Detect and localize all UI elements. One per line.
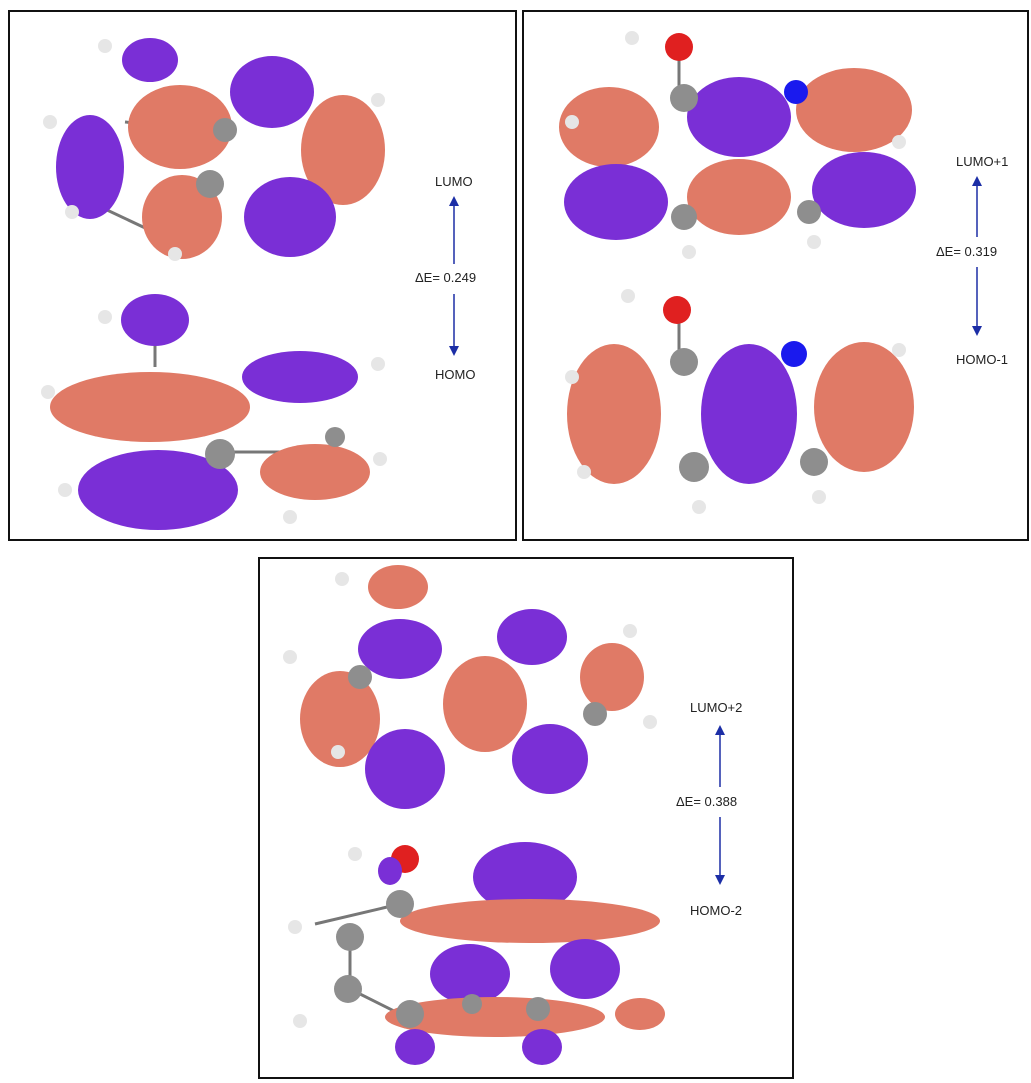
energy-gap-label: ΔE= 0.249 xyxy=(415,270,477,285)
orbital-diagram-1 xyxy=(41,38,459,530)
lower-orbital-label: HOMO-1 xyxy=(956,352,1008,367)
energy-gap-label: ΔE= 0.319 xyxy=(936,244,998,259)
energy-gap-arrow-3 xyxy=(715,725,725,885)
lumo-orbital-render xyxy=(43,38,385,261)
orbital-diagram-3 xyxy=(283,565,725,1065)
upper-orbital-label: LUMO+2 xyxy=(690,700,743,715)
homo-minus-1-orbital-render xyxy=(565,289,914,514)
upper-orbital-label: LUMO+1 xyxy=(956,154,1009,169)
lumo-plus-2-orbital-render xyxy=(283,565,657,809)
orbital-panel-2: LUMO+1 ΔE= 0.319 HOMO-1 xyxy=(522,10,1029,541)
orbital-panel-1: LUMO ΔE= 0.249 HOMO xyxy=(8,10,517,541)
lower-orbital-label: HOMO xyxy=(435,367,476,382)
energy-gap-label: ΔE= 0.388 xyxy=(676,794,738,809)
lumo-plus-1-orbital-render xyxy=(559,31,916,259)
orbital-diagram-2 xyxy=(559,31,982,514)
energy-gap-arrow-2 xyxy=(972,176,982,336)
energy-gap-arrow-1 xyxy=(449,196,459,356)
homo-minus-2-orbital-render xyxy=(288,842,665,1065)
homo-orbital-render xyxy=(41,294,387,530)
lower-orbital-label: HOMO-2 xyxy=(690,903,742,918)
orbital-panel-3: LUMO+2 ΔE= 0.388 HOMO-2 xyxy=(258,557,794,1079)
upper-orbital-label: LUMO xyxy=(435,174,473,189)
